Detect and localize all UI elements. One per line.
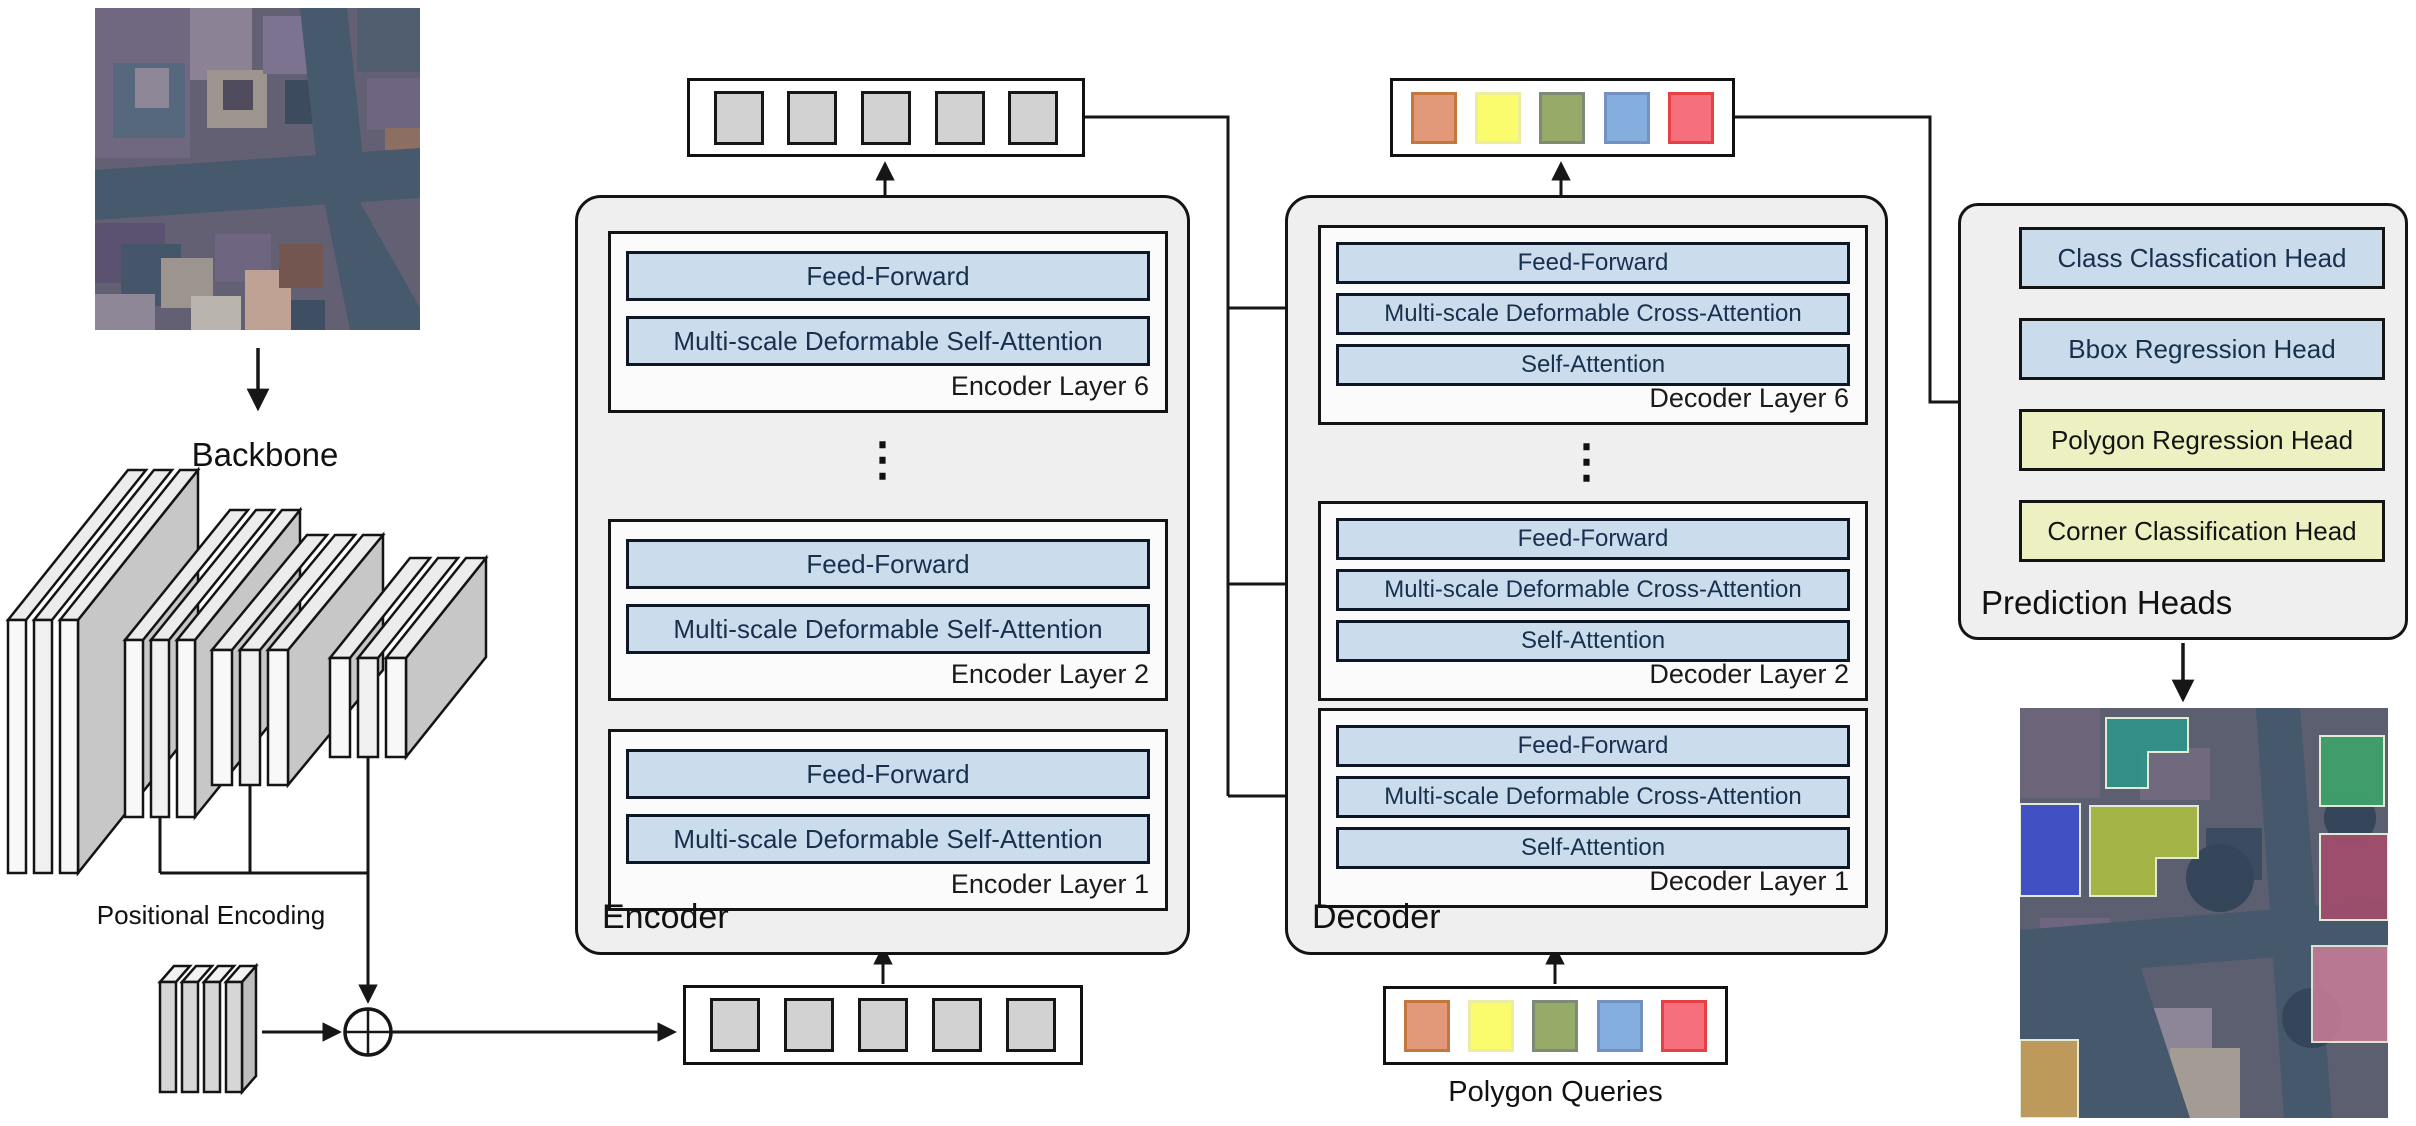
feature-token [1006, 998, 1056, 1052]
cross-attention-block: Multi-scale Deformable Cross-Attention [1336, 293, 1850, 335]
polygon-query-token [1667, 91, 1714, 144]
cross-attention-block: Multi-scale Deformable Cross-Attention [1336, 776, 1850, 818]
polygon-query-token [1539, 91, 1586, 144]
encoder-layer-1: Feed-Forward Multi-scale Deformable Self… [608, 729, 1168, 911]
decoder-layer-label: Decoder Layer 2 [1649, 659, 1849, 689]
class-classification-head: Class Classfication Head [2019, 227, 2385, 289]
decoder-panel-label: Decoder [1312, 898, 1441, 936]
decoder-output-tokens [1390, 78, 1735, 157]
decoder-panel: Feed-Forward Multi-scale Deformable Cros… [1285, 195, 1888, 955]
add-icon [343, 1007, 393, 1057]
decoder-layer-1: Feed-Forward Multi-scale Deformable Cros… [1318, 708, 1868, 908]
decoder-layer-6: Feed-Forward Multi-scale Deformable Cros… [1318, 225, 1868, 425]
feed-forward-block: Feed-Forward [1336, 518, 1850, 560]
feature-token [713, 90, 764, 145]
cross-attention-block: Multi-scale Deformable Cross-Attention [1336, 569, 1850, 611]
prediction-heads-panel: Class Classfication Head Bbox Regression… [1958, 203, 2408, 640]
self-attention-block: Multi-scale Deformable Self-Attention [626, 604, 1150, 654]
decoder-layer-label: Decoder Layer 6 [1649, 383, 1849, 413]
feed-forward-block: Feed-Forward [626, 251, 1150, 301]
feature-token [934, 90, 985, 145]
input-aerial-image [95, 8, 420, 330]
polygon-query-token [1468, 999, 1515, 1052]
polygon-query-token [1404, 999, 1451, 1052]
encoder-layer-label: Encoder Layer 6 [950, 371, 1149, 401]
polygon-query-token [1603, 91, 1650, 144]
polygon-query-token [1475, 91, 1522, 144]
decoder-layer-2: Feed-Forward Multi-scale Deformable Cros… [1318, 501, 1868, 701]
feed-forward-block: Feed-Forward [626, 749, 1150, 799]
polygon-query-token [1660, 999, 1707, 1052]
ellipsis-dots: ⋮ [859, 433, 906, 485]
polygon-queries-tokens [1383, 986, 1728, 1065]
feature-token [932, 998, 982, 1052]
feature-token [787, 90, 838, 145]
output-aerial-image [2020, 708, 2388, 1118]
self-attention-block: Self-Attention [1336, 344, 1850, 386]
backbone-feature-bus [158, 757, 378, 1004]
self-attention-block: Multi-scale Deformable Self-Attention [626, 814, 1150, 864]
feed-forward-block: Feed-Forward [626, 539, 1150, 589]
feed-forward-block: Feed-Forward [1336, 242, 1850, 284]
polygon-queries-label: Polygon Queries [1448, 1076, 1663, 1108]
feature-token [710, 998, 760, 1052]
positional-encoding-stack [157, 962, 259, 1096]
polygon-regression-head: Polygon Regression Head [2019, 409, 2385, 471]
feature-token [784, 998, 834, 1052]
self-attention-block: Self-Attention [1336, 827, 1850, 869]
corner-classification-head: Corner Classification Head [2019, 500, 2385, 562]
self-attention-block: Multi-scale Deformable Self-Attention [626, 316, 1150, 366]
feature-token [858, 998, 908, 1052]
feed-forward-block: Feed-Forward [1336, 725, 1850, 767]
self-attention-block: Self-Attention [1336, 620, 1850, 662]
encoder-layer-label: Encoder Layer 1 [950, 869, 1149, 899]
polygon-query-token [1596, 999, 1643, 1052]
encoder-layer-label: Encoder Layer 2 [950, 659, 1149, 689]
feature-token [860, 90, 911, 145]
bbox-regression-head: Bbox Regression Head [2019, 318, 2385, 380]
polygon-query-token [1532, 999, 1579, 1052]
backbone-pyramid [5, 466, 489, 877]
prediction-heads-label: Prediction Heads [1981, 584, 2233, 621]
encoder-panel-label: Encoder [602, 898, 729, 936]
encoder-panel: Feed-Forward Multi-scale Deformable Self… [575, 195, 1190, 955]
encoder-layer-6: Feed-Forward Multi-scale Deformable Self… [608, 231, 1168, 413]
decoder-layer-label: Decoder Layer 1 [1649, 866, 1849, 896]
encoder-input-tokens [683, 985, 1083, 1065]
polygon-query-token [1411, 91, 1458, 144]
positional-encoding-label: Positional Encoding [96, 900, 326, 930]
encoder-output-tokens [687, 78, 1085, 157]
encoder-layer-2: Feed-Forward Multi-scale Deformable Self… [608, 519, 1168, 701]
feature-token [1008, 90, 1059, 145]
backbone-label: Backbone [191, 436, 339, 473]
ellipsis-dots: ⋮ [1563, 435, 1610, 487]
